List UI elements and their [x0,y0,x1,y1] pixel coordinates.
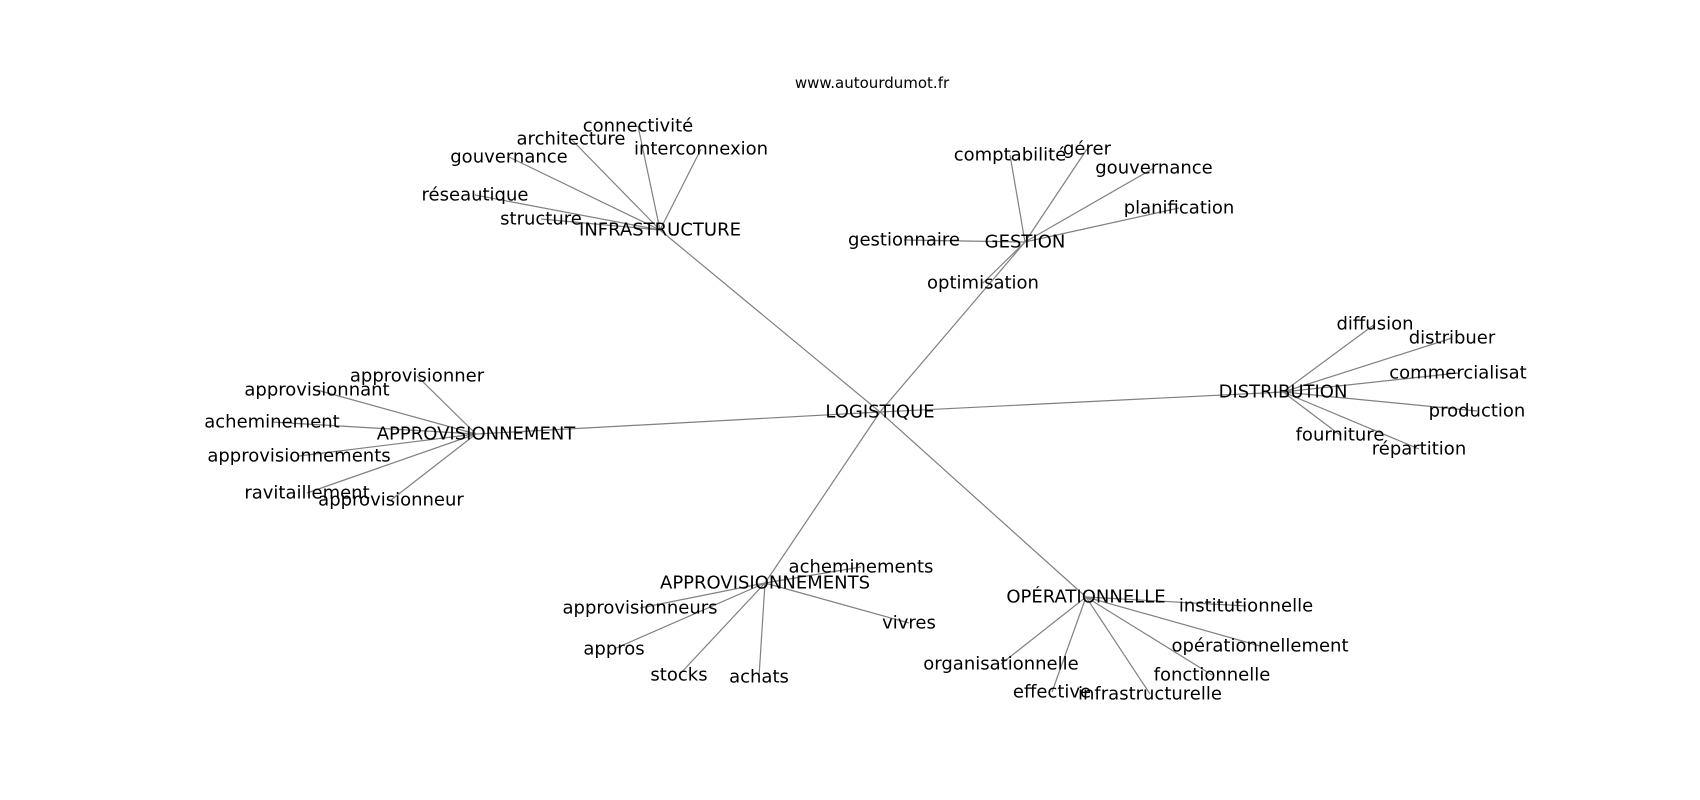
node-leaf: comptabilité [954,145,1067,166]
node-leaf: approvisionner [350,366,485,387]
node-leaf: acheminement [204,412,340,433]
edge-center-distribution [879,391,1284,413]
edge-center-approvisionnements [764,411,881,584]
edge-approvisionnements-leaf-5 [758,582,766,678]
edge-center-gestion [879,241,1026,413]
node-leaf: optimisation [927,273,1039,294]
site-url: www.autourdumot.fr [795,74,950,92]
edge-infrastructure-leaf-4 [474,194,661,231]
edge-center-infrastructure [659,229,881,413]
edge-gestion-leaf-2 [1024,167,1155,243]
edge-gestion-leaf-5 [982,241,1026,284]
graph-edges [271,125,1478,695]
edge-approvisionnement-leaf-2 [271,421,477,435]
node-leaf: réseautique [422,185,529,206]
edge-gestion-leaf-4 [903,239,1026,243]
edge-gestion-leaf-0 [1009,154,1026,243]
edge-approvisionnements-leaf-2 [764,582,910,624]
edge-gestion-leaf-1 [1024,148,1088,243]
edge-distribution-leaf-5 [1282,391,1420,450]
edge-infrastructure-leaf-5 [540,218,661,231]
node-leaf: acheminements [789,557,934,578]
edge-center-approvisionnement [475,411,881,435]
edge-operationnelle-leaf-5 [1085,596,1151,695]
node-leaf: approvisionnant [244,380,389,401]
edge-approvisionnement-leaf-3 [298,433,477,457]
node-leaf: institutionnelle [1179,596,1313,617]
node-leaf: connectivité [583,116,694,137]
edge-infrastructure-leaf-0 [637,125,661,231]
node-leaf: approvisionneurs [562,598,717,619]
node-leaf: achats [729,667,789,688]
edge-operationnelle-leaf-4 [1051,596,1087,693]
edge-distribution-leaf-4 [1282,391,1341,436]
edge-operationnelle-leaf-3 [1085,596,1213,676]
edge-infrastructure-leaf-1 [570,138,661,231]
node-leaf: ravitaillement [244,483,369,504]
node-leaf: production [1429,401,1526,422]
node-leaf: gérer [1063,139,1112,160]
edge-approvisionnements-leaf-4 [678,582,766,676]
node-leaf: gouvernance [450,147,567,168]
node-leaf: répartition [1372,439,1466,460]
edge-infrastructure-leaf-3 [508,156,661,231]
edge-approvisionnement-leaf-5 [390,433,477,501]
edge-distribution-leaf-2 [1282,372,1459,393]
node-leaf: architecture [517,129,626,150]
node-leaf: approvisionneur [318,490,464,511]
node-leaf: appros [583,639,644,660]
node-leaf: gouvernance [1095,158,1212,179]
edge-approvisionnements-leaf-0 [764,566,862,584]
node-hub-operationnelle: OPÉRATIONNELLE [1006,586,1165,608]
node-leaf: gestionnaire [848,230,960,251]
edge-operationnelle-leaf-0 [1085,596,1247,607]
node-leaf: commercialisat [1389,363,1526,384]
node-leaf: fourniture [1296,425,1385,446]
node-hub-approvisionnement: APPROVISIONNEMENT [377,424,577,445]
node-hub-gestion: GESTION [985,232,1066,253]
graph-labels: LOGISTIQUE INFRASTRUCTURE connectivitéarch… [204,116,1526,705]
node-leaf: structure [500,209,582,230]
edge-approvisionnement-leaf-0 [416,375,477,435]
node-hub-distribution: DISTRIBUTION [1219,382,1348,403]
node-leaf: organisationnelle [923,654,1078,675]
edge-center-operationnelle [879,411,1087,598]
node-leaf: distribuer [1409,328,1496,349]
edge-approvisionnements-leaf-3 [613,582,766,650]
edge-operationnelle-leaf-1 [1085,596,1261,647]
node-leaf: vivres [882,613,936,634]
node-leaf: effective [1013,682,1091,703]
edge-approvisionnement-leaf-4 [306,433,477,494]
node-leaf: diffusion [1336,314,1413,335]
node-leaf: infrastructurelle [1078,684,1222,705]
edge-approvisionnements-leaf-1 [639,582,766,609]
edge-distribution-leaf-0 [1282,323,1376,393]
node-leaf: interconnexion [634,139,768,160]
node-hub-infrastructure: INFRASTRUCTURE [579,220,741,241]
edge-approvisionnement-leaf-1 [316,389,477,435]
edge-distribution-leaf-1 [1282,337,1453,393]
edge-gestion-leaf-3 [1024,207,1180,243]
node-leaf: planification [1124,198,1235,219]
node-leaf: opérationnellement [1171,636,1348,657]
node-leaf: approvisionnements [207,446,390,467]
edge-infrastructure-leaf-2 [659,148,702,231]
node-leaf: stocks [650,665,707,686]
node-center: LOGISTIQUE [825,402,934,423]
edge-distribution-leaf-3 [1282,391,1478,412]
node-hub-approvisionnements: APPROVISIONNEMENTS [660,573,870,594]
edge-operationnelle-leaf-2 [1000,596,1087,665]
node-leaf: fonctionnelle [1154,665,1271,686]
